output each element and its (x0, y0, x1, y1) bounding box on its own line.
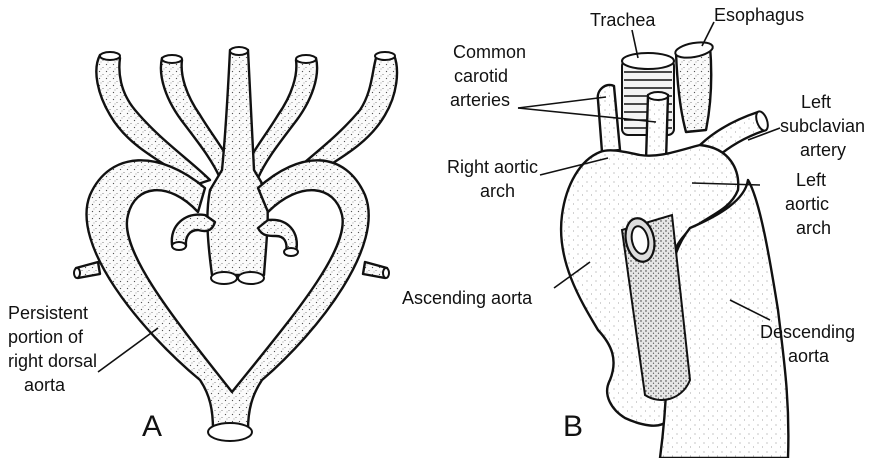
label-esophagus: Esophagus (714, 5, 804, 26)
label-left-aortic-arch-line3: arch (796, 218, 831, 239)
panel-label-a: A (142, 412, 162, 442)
label-descending-aorta-line2: aorta (788, 346, 829, 367)
label-ascending-aorta: Ascending aorta (402, 288, 532, 309)
panel-b-drawing (518, 22, 788, 458)
label-descending-aorta-line1: Descending (760, 322, 855, 343)
label-left-aortic-arch-line2: aortic (785, 194, 829, 215)
label-persistent-line4: aorta (24, 375, 65, 396)
label-left-subclavian-line3: artery (800, 140, 846, 161)
label-persistent-line3: right dorsal (8, 351, 97, 372)
label-left-subclavian-line1: Left (801, 92, 831, 113)
label-trachea: Trachea (590, 10, 655, 31)
carotid-leader-1 (518, 97, 606, 108)
label-persistent-line2: portion of (8, 327, 83, 348)
label-common-carotid-line2: carotid (454, 66, 508, 87)
label-right-aortic-arch-line1: Right aortic (447, 157, 538, 178)
left-carotid-shape (646, 95, 668, 160)
label-left-subclavian-line2: subclavian (780, 116, 865, 137)
panel-a-drawing (74, 47, 397, 441)
panel-label-b: B (563, 412, 583, 442)
label-common-carotid-line1: Common (453, 42, 526, 63)
label-persistent-line1: Persistent (8, 303, 88, 324)
label-right-aortic-arch-line2: arch (480, 181, 515, 202)
label-left-aortic-arch-line1: Left (796, 170, 826, 191)
persistent-leader (98, 328, 158, 372)
esophagus-shape (676, 46, 711, 132)
label-common-carotid-line3: arteries (450, 90, 510, 111)
